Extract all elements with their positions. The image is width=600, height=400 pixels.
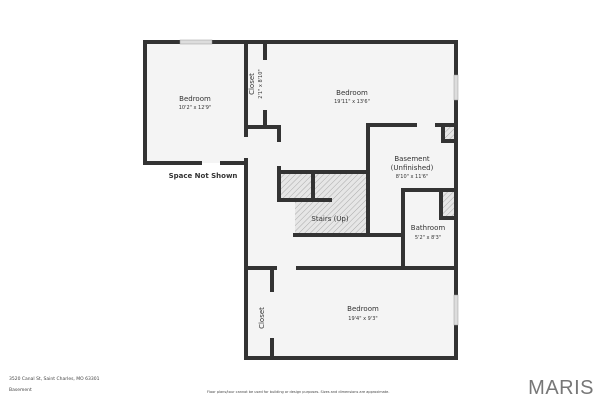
space-not-shown-label: Space Not Shown — [169, 172, 238, 180]
svg-text:2'1" x 8'10": 2'1" x 8'10" — [258, 69, 264, 98]
svg-text:19'11" x 13'6": 19'11" x 13'6" — [334, 99, 370, 105]
level-name: Basement — [9, 388, 32, 393]
hatched-areas — [279, 127, 454, 235]
svg-text:Bathroom: Bathroom — [411, 224, 446, 232]
svg-text:Stairs (Up): Stairs (Up) — [311, 215, 348, 223]
svg-text:8'10" x 11'6": 8'10" x 11'6" — [396, 174, 429, 180]
windows — [179, 39, 459, 326]
svg-text:Closet: Closet — [258, 307, 266, 329]
svg-text:10'2" x 12'9": 10'2" x 12'9" — [179, 105, 212, 111]
svg-text:5'2" x 8'3": 5'2" x 8'3" — [415, 235, 441, 241]
room-bathroom: Bathroom 5'2" x 8'3" — [411, 224, 446, 241]
address: 3520 Canal St, Saint Charles, MO 63301 — [9, 377, 100, 382]
room-bedroom-2: Bedroom 19'11" x 13'6" — [334, 89, 370, 105]
maris-logo: MARIS — [528, 377, 594, 399]
room-closet-2: Closet — [258, 307, 266, 329]
stairs: Stairs (Up) — [311, 215, 348, 223]
svg-text:Basement: Basement — [394, 155, 430, 163]
svg-text:(Unfinished): (Unfinished) — [391, 164, 434, 172]
svg-text:19'4" x 9'3": 19'4" x 9'3" — [348, 316, 377, 322]
room-bedroom-1: Bedroom 10'2" x 12'9" — [179, 95, 212, 111]
svg-text:Bedroom: Bedroom — [179, 95, 211, 103]
room-basement: Basement (Unfinished) 8'10" x 11'6" — [391, 155, 434, 180]
room-bedroom-3: Bedroom 19'4" x 9'3" — [347, 305, 379, 322]
floors — [145, 42, 456, 358]
room-closet-1: Closet 2'1" x 8'10" — [248, 69, 264, 98]
disclaimer: Floor plans/tour cannot be used for buil… — [207, 390, 390, 394]
svg-text:Closet: Closet — [248, 73, 256, 95]
svg-text:Bedroom: Bedroom — [347, 305, 379, 313]
svg-text:Bedroom: Bedroom — [336, 89, 368, 97]
